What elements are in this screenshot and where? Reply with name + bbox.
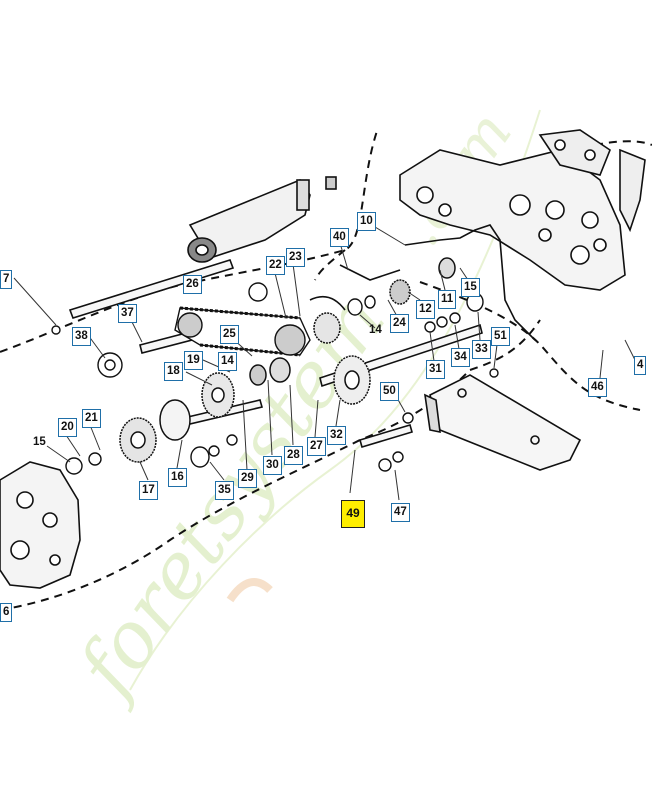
left-gearbox-housing bbox=[0, 461, 81, 589]
leader-lines bbox=[13, 223, 637, 501]
callout-12[interactable]: 12 bbox=[416, 300, 435, 319]
mounting-plate bbox=[424, 374, 582, 471]
callout-22[interactable]: 22 bbox=[266, 256, 285, 275]
callout-20[interactable]: 20 bbox=[58, 418, 77, 437]
callout-31[interactable]: 31 bbox=[426, 360, 445, 379]
callout-6[interactable]: 6 bbox=[0, 603, 13, 622]
callout-18[interactable]: 18 bbox=[164, 362, 183, 381]
label-14-right: 14 bbox=[369, 324, 382, 336]
callout-33[interactable]: 33 bbox=[472, 340, 491, 359]
callout-27[interactable]: 27 bbox=[307, 437, 326, 456]
right-gearbox-housing bbox=[399, 129, 646, 291]
upper-arm-bracket bbox=[187, 176, 337, 263]
callout-34[interactable]: 34 bbox=[451, 348, 470, 367]
callout-37[interactable]: 37 bbox=[118, 304, 137, 323]
callout-15[interactable]: 15 bbox=[461, 278, 480, 297]
callout-26[interactable]: 26 bbox=[183, 275, 202, 294]
callout-47[interactable]: 47 bbox=[391, 503, 410, 522]
callout-46[interactable]: 46 bbox=[588, 378, 607, 397]
label-15-left: 15 bbox=[33, 436, 46, 448]
callout-11[interactable]: 11 bbox=[438, 290, 457, 309]
callout-38[interactable]: 38 bbox=[72, 327, 91, 346]
callout-32[interactable]: 32 bbox=[327, 426, 346, 445]
gears bbox=[119, 257, 456, 463]
callout-17[interactable]: 17 bbox=[139, 481, 158, 500]
callout-14[interactable]: 14 bbox=[218, 352, 237, 371]
callout-4[interactable]: 4 bbox=[634, 356, 647, 375]
chain-assembly bbox=[174, 306, 311, 357]
callout-50[interactable]: 50 bbox=[380, 382, 399, 401]
callout-16[interactable]: 16 bbox=[168, 468, 187, 487]
callout-29[interactable]: 29 bbox=[238, 469, 257, 488]
callout-35[interactable]: 35 bbox=[215, 481, 234, 500]
callout-28[interactable]: 28 bbox=[284, 446, 303, 465]
linkage-rods bbox=[309, 224, 536, 341]
callout-40[interactable]: 40 bbox=[330, 228, 349, 247]
callout-30[interactable]: 30 bbox=[263, 456, 282, 475]
callout-21[interactable]: 21 bbox=[82, 409, 101, 428]
callout-24[interactable]: 24 bbox=[390, 314, 409, 333]
callout-1[interactable]: 7 bbox=[0, 270, 13, 289]
callout-19[interactable]: 19 bbox=[184, 351, 203, 370]
callout-23[interactable]: 23 bbox=[286, 248, 305, 267]
callout-49-highlighted[interactable]: 49 bbox=[341, 500, 365, 528]
callout-10[interactable]: 10 bbox=[357, 212, 376, 231]
callout-25[interactable]: 25 bbox=[220, 325, 239, 344]
callout-51[interactable]: 51 bbox=[491, 327, 510, 346]
